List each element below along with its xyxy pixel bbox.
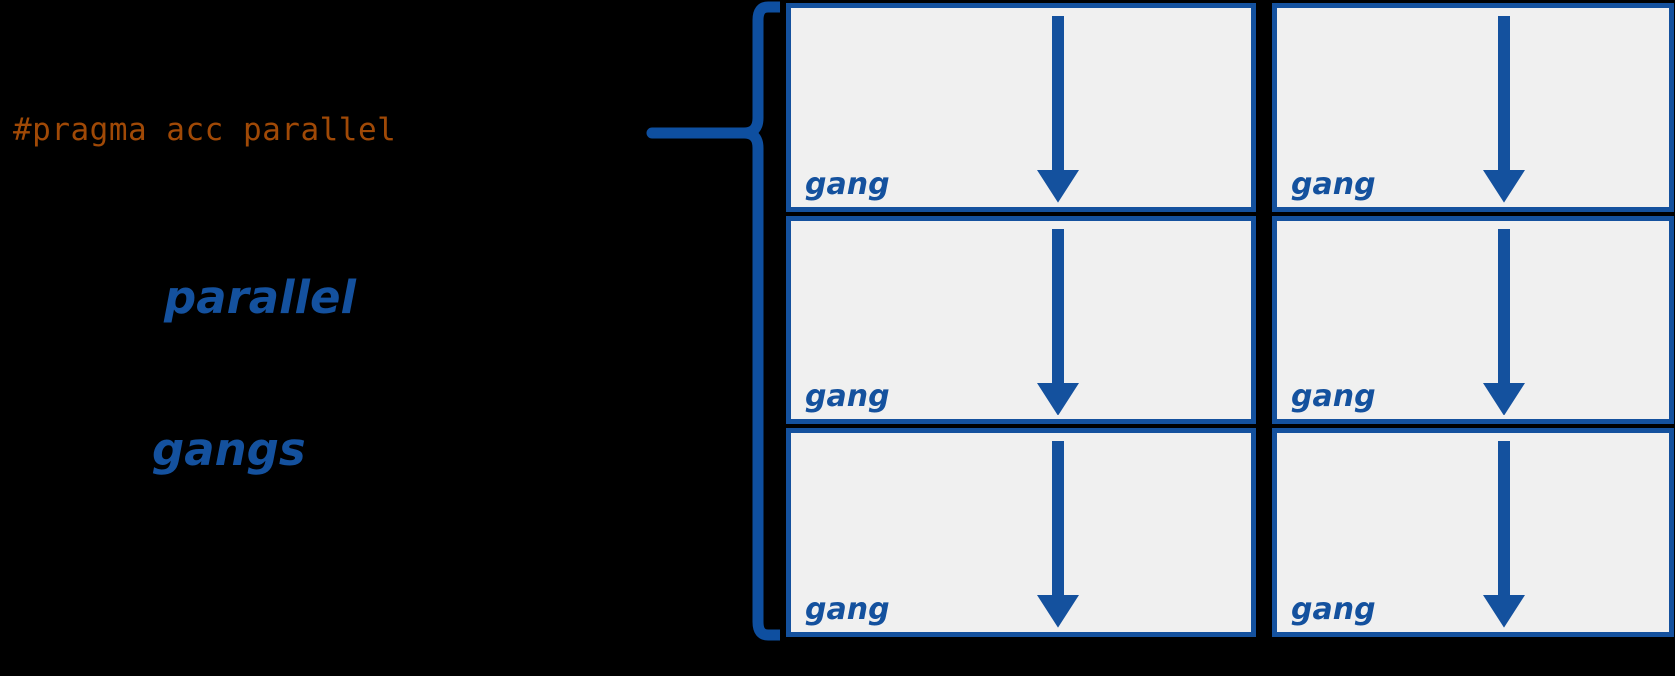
- gang-box-label: gang: [805, 379, 890, 415]
- gang-box[interactable]: gang: [1272, 215, 1674, 425]
- parallel-label: parallel: [164, 271, 356, 324]
- gang-box-label: gang: [1291, 379, 1376, 415]
- down-arrow-icon: [1481, 16, 1527, 203]
- gang-box-label: gang: [1291, 166, 1376, 202]
- down-arrow-icon: [1035, 228, 1081, 416]
- gang-box-label: gang: [805, 166, 890, 202]
- gangs-label: gangs: [152, 423, 306, 476]
- pragma-code-text: #pragma acc parallel: [13, 112, 397, 148]
- left-curly-brace-icon: [640, 0, 786, 660]
- gang-box[interactable]: gang: [1272, 428, 1674, 637]
- down-arrow-icon: [1035, 441, 1081, 628]
- gang-grid: gang gang gang gang: [786, 3, 1674, 641]
- gang-box-label: gang: [1291, 592, 1376, 627]
- gang-box[interactable]: gang: [786, 428, 1256, 637]
- gang-box[interactable]: gang: [1272, 3, 1674, 212]
- gang-box[interactable]: gang: [786, 3, 1256, 212]
- gang-box-label: gang: [805, 592, 890, 627]
- down-arrow-icon: [1481, 441, 1527, 628]
- down-arrow-icon: [1481, 228, 1527, 416]
- down-arrow-icon: [1035, 16, 1081, 203]
- gang-box[interactable]: gang: [786, 215, 1256, 425]
